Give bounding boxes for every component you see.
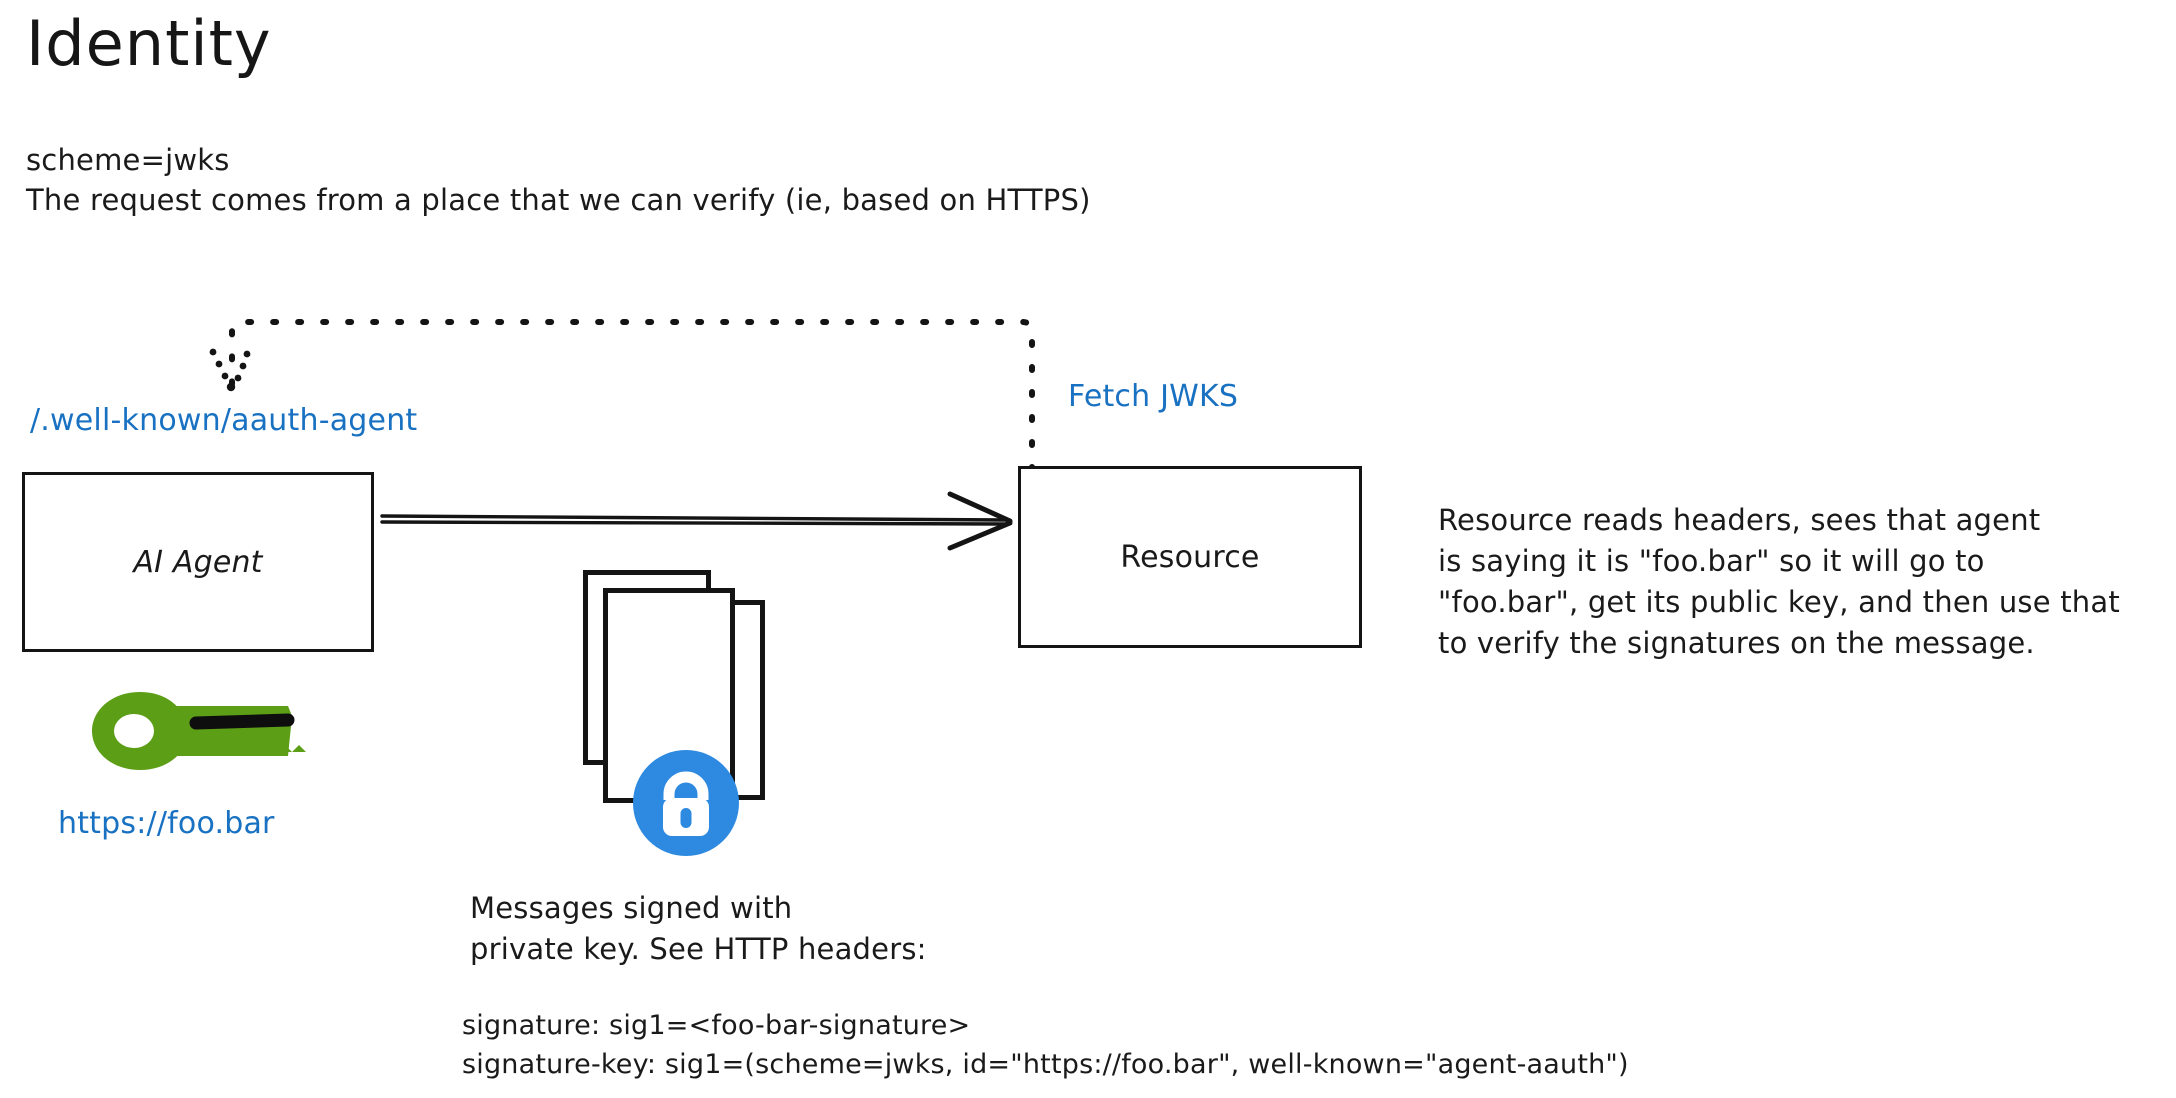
dotted-arrow-down-icon [209, 319, 1035, 473]
resource-note-line-1: Resource reads headers, sees that agent [1438, 503, 2041, 537]
resource-note-line-4: to verify the signatures on the message. [1438, 626, 2035, 660]
resource-label: Resource [1120, 539, 1260, 575]
ai-agent-node[interactable]: AI Agent [22, 472, 374, 652]
fetch-jwks-label: Fetch JWKS [1068, 379, 1239, 414]
header-signature-key-line: signature-key: sig1=(scheme=jwks, id="ht… [462, 1049, 1629, 1080]
intro-text-block: scheme=jwks The request comes from a pla… [26, 140, 1091, 220]
resource-explanation-note: Resource reads headers, sees that agent … [1438, 500, 2158, 664]
resource-note-line-2: is saying it is "foo.bar" so it will go … [1438, 544, 1985, 578]
key-icon [92, 692, 306, 770]
agent-url-label: https://foo.bar [58, 806, 275, 841]
well-known-path-label: /.well-known/aauth-agent [30, 403, 418, 438]
resource-note-line-3: "foo.bar", get its public key, and then … [1438, 585, 2120, 619]
messages-note-line-1: Messages signed with [470, 891, 793, 925]
page-title: Identity [26, 7, 272, 80]
messages-signed-note: Messages signed with private key. See HT… [470, 888, 927, 970]
documents-stack-icon [575, 570, 785, 856]
lock-icon [633, 750, 739, 856]
ai-agent-label: AI Agent [133, 544, 263, 580]
arrow-right-icon [380, 491, 1013, 551]
http-headers-block: signature: sig1=<foo-bar-signature> sign… [462, 1006, 1629, 1084]
messages-note-line-2: private key. See HTTP headers: [470, 932, 927, 966]
intro-line-scheme: scheme=jwks [26, 143, 230, 177]
intro-line-request: The request comes from a place that we c… [26, 183, 1091, 217]
header-signature-line: signature: sig1=<foo-bar-signature> [462, 1010, 971, 1041]
resource-node[interactable]: Resource [1018, 466, 1362, 648]
